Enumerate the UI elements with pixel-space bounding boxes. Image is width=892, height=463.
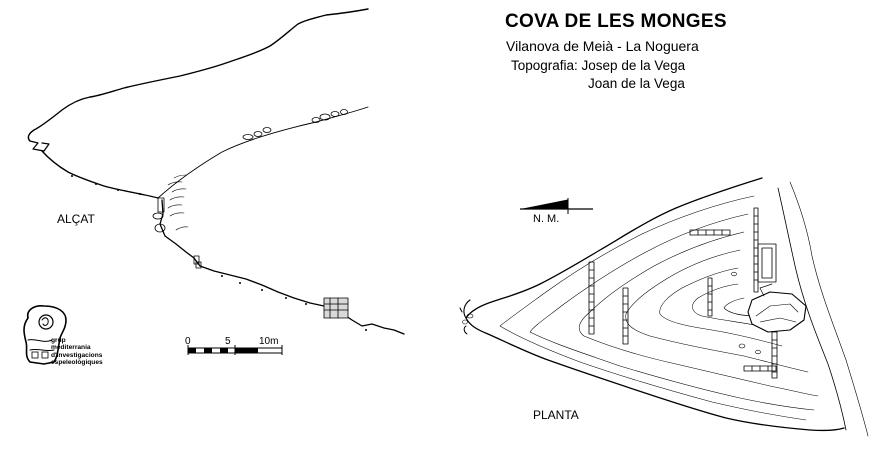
elevation-ceiling-slope <box>157 106 369 199</box>
elevation-lower-wall <box>41 150 159 199</box>
plan-label: PLANTA <box>533 408 579 422</box>
scale-label-0: 0 <box>185 336 191 347</box>
elevation-label: ALÇAT <box>57 212 95 226</box>
elevation-upper-profile <box>27 8 369 142</box>
north-arrow <box>520 198 593 214</box>
plan-outline <box>465 177 845 432</box>
elevation-entrance-notch <box>29 140 50 152</box>
plan-walls <box>588 207 778 379</box>
survey-credit-line2: Joan de la Vega <box>588 76 685 91</box>
plan-contours <box>499 195 819 421</box>
survey-location: Vilanova de Meià - La Noguera <box>506 38 699 54</box>
plan-boulder <box>747 283 807 333</box>
elevation-hatching <box>167 174 189 231</box>
survey-title: COVA DE LES MONGES <box>505 11 727 32</box>
plan-view <box>459 177 869 437</box>
elevation-ceiling-rocks <box>242 109 348 140</box>
elevation-floor-profile <box>159 199 405 335</box>
elevation-wall-blocks <box>152 197 349 319</box>
plan-floor-stones <box>462 271 761 355</box>
scale-bar <box>187 345 283 355</box>
gmie-logo-mark <box>23 305 67 365</box>
north-label: N. M. <box>533 213 560 225</box>
plan-inner-edge <box>777 187 847 431</box>
scale-label-5: 5 <box>225 336 231 347</box>
elevation-ground-pebbles <box>71 175 367 331</box>
elevation-view <box>27 8 405 335</box>
scale-label-10m: 10m <box>259 336 279 347</box>
survey-credit-line1: Topografia: Josep de la Vega <box>511 58 686 73</box>
logo-text: grup mediterrania d'investigacions espel… <box>51 337 103 367</box>
plan-entrance-drip <box>463 299 471 319</box>
